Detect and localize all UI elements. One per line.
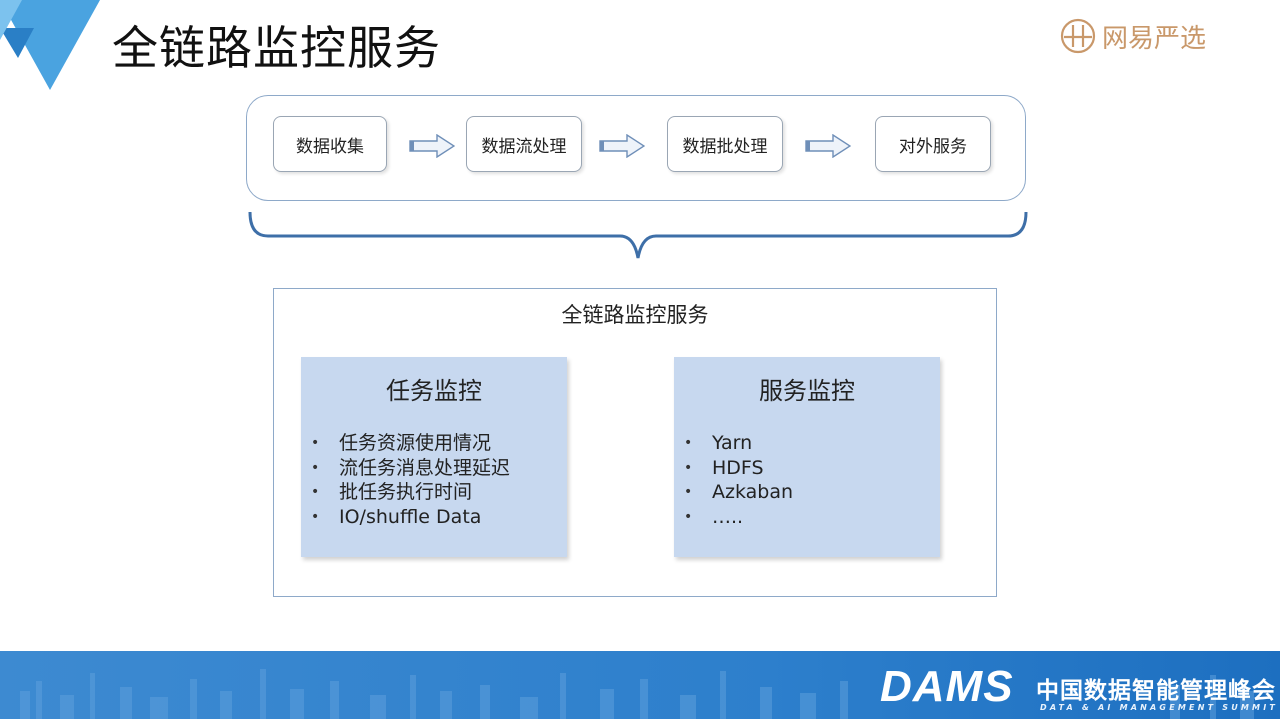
service-monitor-panel: 服务监控 • Yarn • HDFS • Azkaban • ….. — [674, 357, 940, 557]
stage-label: 数据流处理 — [481, 136, 567, 157]
summit-name-en: DATA & AI MANAGEMENT SUMMIT — [1040, 703, 1279, 712]
stage-label: 数据批处理 — [682, 136, 768, 157]
task-monitor-list: • 任务资源使用情况 • 流任务消息处理延迟 • 批任务执行时间 • IO/shuffl… — [311, 431, 510, 529]
service-monitor-list: • Yarn • HDFS • Azkaban • ….. — [684, 431, 793, 529]
list-item-text: ….. — [712, 505, 744, 528]
bullet: • — [684, 484, 693, 500]
summit-name-cn: 中国数据智能管理峰会 — [1036, 678, 1276, 704]
list-item: • HDFS — [684, 456, 793, 481]
stage-label: 数据收集 — [296, 136, 364, 157]
list-item-text: Azkaban — [712, 481, 794, 503]
brand-name: 网易严选 — [1102, 23, 1207, 54]
stage-external-service: 对外服务 — [875, 116, 991, 172]
bullet: • — [311, 459, 320, 476]
monitor-box: 全链路监控服务 任务监控 • 任务资源使用情况 • 流任务消息处理延迟 • 批任务执行… — [273, 288, 997, 597]
list-item-text: Yarn — [712, 432, 753, 454]
list-item-text: 批任务执行时间 — [339, 481, 473, 503]
list-item: • 任务资源使用情况 — [311, 431, 510, 456]
task-monitor-panel: 任务监控 • 任务资源使用情况 • 流任务消息处理延迟 • 批任务执行时间 • IO/s… — [301, 357, 567, 557]
panel-title: 服务监控 — [759, 377, 855, 405]
list-item: • Yarn — [684, 431, 793, 456]
brace-icon — [248, 211, 1028, 259]
list-item: • 流任务消息处理延迟 — [311, 456, 510, 481]
bullet: • — [311, 484, 320, 500]
page-title: 全链路监控服务 — [112, 21, 441, 75]
list-item-text: 任务资源使用情况 — [339, 432, 492, 454]
stage-batch-processing: 数据批处理 — [667, 116, 783, 172]
brand-logo-icon — [1060, 18, 1096, 54]
list-item: • 批任务执行时间 — [311, 480, 510, 505]
panel-title: 任务监控 — [386, 377, 482, 405]
dams-logo: DAMS — [880, 662, 1014, 711]
list-item: • ….. — [684, 505, 793, 530]
brand-logo: 网易严选 — [1060, 16, 1206, 56]
bullet: • — [684, 435, 693, 451]
flow-arrow-icon — [805, 134, 851, 158]
footer-banner: DAMS 中国数据智能管理峰会 DATA & AI MANAGEMENT SUM… — [0, 651, 1280, 719]
list-item: • IO/shuffle Data — [311, 505, 510, 530]
stage-data-collection: 数据收集 — [273, 116, 387, 172]
flow-arrow-icon — [409, 134, 455, 158]
list-item-text: IO/shuffle Data — [339, 505, 482, 528]
monitor-title: 全链路监控服务 — [561, 303, 709, 327]
pipeline-container: 数据收集 数据流处理 数据批处理 对外服务 — [246, 95, 1026, 201]
bullet: • — [311, 435, 320, 451]
list-item-text: 流任务消息处理延迟 — [339, 456, 511, 479]
stage-label: 对外服务 — [899, 136, 967, 157]
bullet: • — [311, 508, 320, 525]
list-item-text: HDFS — [712, 456, 764, 479]
corner-triangle-icon — [0, 0, 100, 90]
flow-arrow-icon — [599, 134, 645, 158]
bullet: • — [684, 508, 693, 525]
stage-stream-processing: 数据流处理 — [466, 116, 582, 172]
list-item: • Azkaban — [684, 480, 793, 505]
bullet: • — [684, 459, 693, 476]
skyline-decoration — [20, 669, 1254, 719]
